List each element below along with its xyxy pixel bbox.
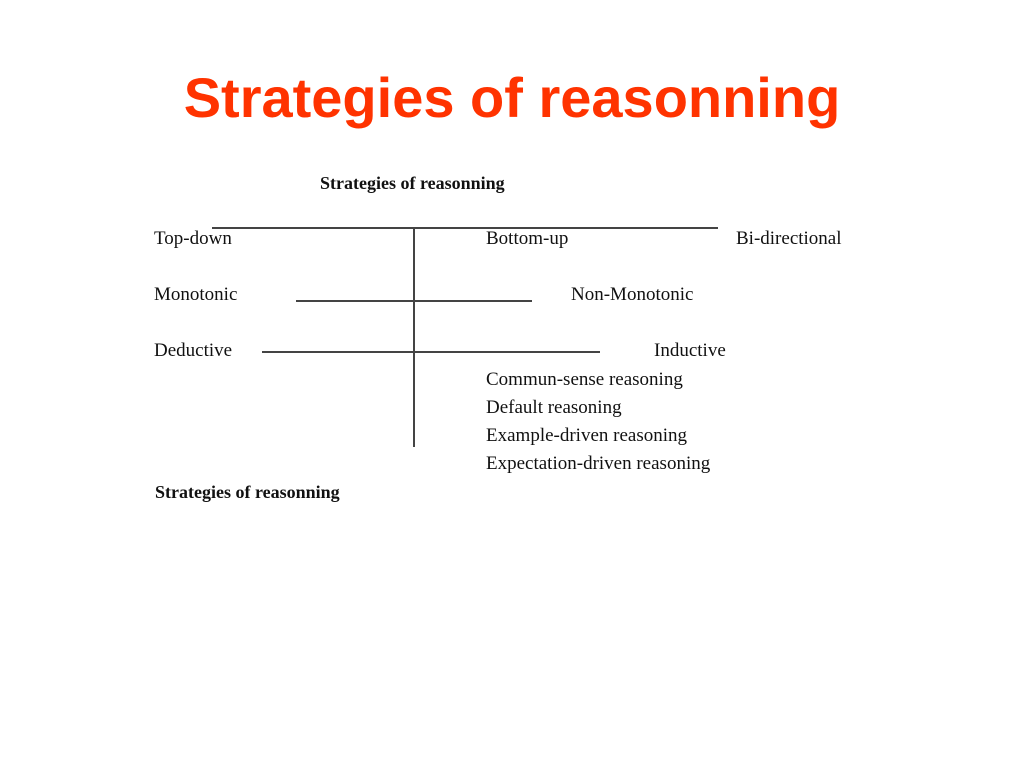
label-non-monotonic: Non-Monotonic <box>571 284 694 305</box>
diagram-heading: Strategies of reasonning <box>320 173 505 193</box>
diagram-caption: Strategies of reasonning <box>155 482 340 502</box>
label-inductive: Inductive <box>654 340 726 361</box>
top-connector-line <box>212 227 718 229</box>
label-deductive: Deductive <box>154 340 233 361</box>
label-commun-sense-reasoning: Commun-sense reasoning <box>486 369 683 390</box>
label-expectation-driven-reasoning: Expectation-driven reasoning <box>486 453 711 474</box>
monotonic-connector-line <box>296 300 532 302</box>
label-top-down: Top-down <box>154 228 232 249</box>
label-bi-directional: Bi-directional <box>736 228 842 249</box>
slide-title: Strategies of reasonning <box>183 66 841 129</box>
deductive-connector-line <box>262 351 600 353</box>
label-example-driven-reasoning: Example-driven reasoning <box>486 425 688 446</box>
label-bottom-up: Bottom-up <box>486 228 569 249</box>
label-monotonic: Monotonic <box>154 284 238 305</box>
central-vertical-line <box>413 227 415 447</box>
label-default-reasoning: Default reasoning <box>486 397 622 418</box>
